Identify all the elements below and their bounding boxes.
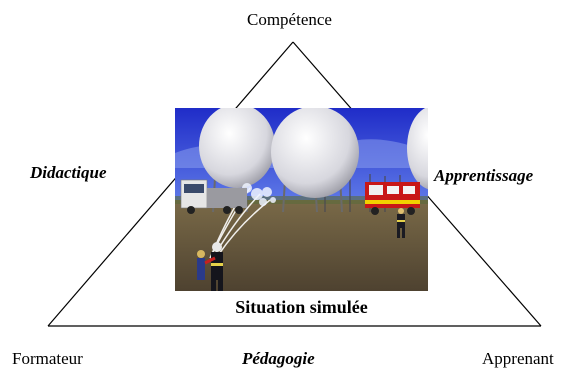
label-pedagogie: Pédagogie <box>242 349 315 368</box>
firefighters-with-hose <box>197 242 223 291</box>
label-competence: Compétence <box>247 10 332 29</box>
tanker-truck <box>180 179 247 214</box>
storage-tank-center <box>271 108 359 198</box>
storage-tank-left <box>199 108 275 188</box>
label-formateur: Formateur <box>12 349 83 368</box>
image-caption: Situation simulée <box>175 291 428 323</box>
firefighter-right <box>397 208 405 238</box>
label-didactique: Didactique <box>30 163 107 182</box>
label-apprentissage: Apprentissage <box>434 166 534 185</box>
simulated-situation-image <box>175 108 428 291</box>
triangle-left-edge <box>47 41 294 327</box>
label-apprenant: Apprenant <box>482 349 554 368</box>
storage-tank-right <box>407 108 428 190</box>
fire-truck <box>365 182 420 215</box>
